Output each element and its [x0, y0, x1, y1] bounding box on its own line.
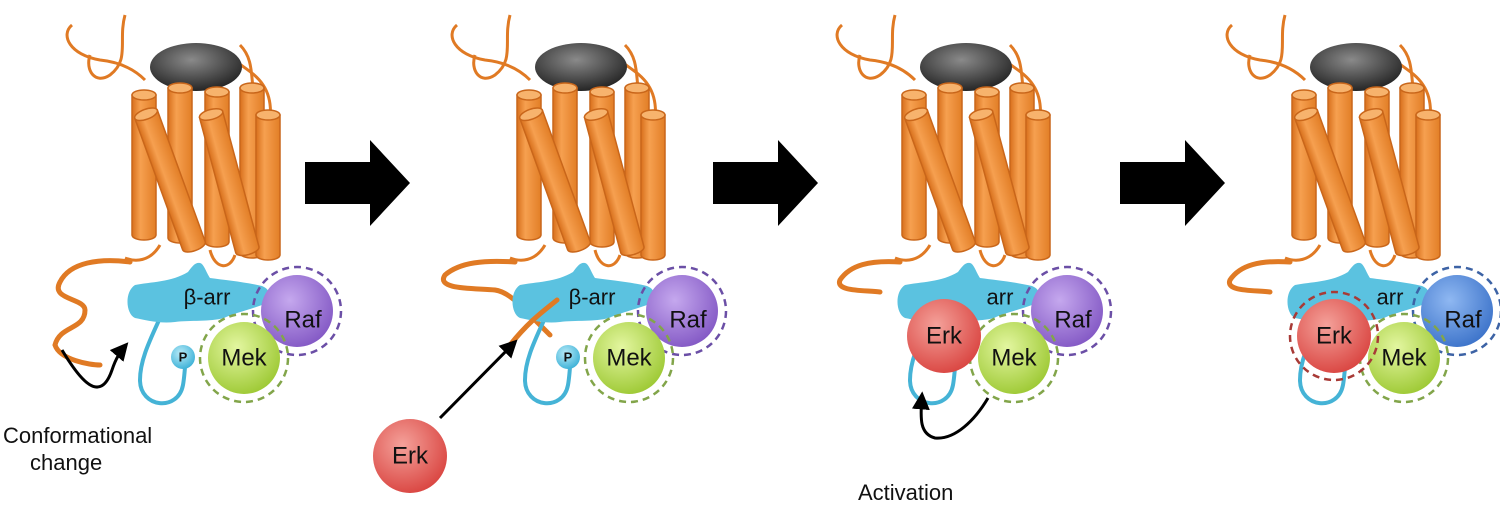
step-arrow-1 [305, 140, 410, 226]
barr-label: β-arr [184, 285, 231, 310]
conformation-arrow [60, 342, 129, 389]
mek-halo [198, 312, 290, 404]
barr-label: β-arr [569, 285, 616, 310]
receptor-c-tail [1227, 259, 1293, 295]
receptor-c-tail [440, 258, 553, 338]
step-arrow-3 [1120, 140, 1225, 226]
gpcr-receptor [835, 13, 1052, 268]
mek-label: Mek [1381, 345, 1427, 372]
gpcr-receptor [65, 13, 282, 268]
raf-halo [1021, 265, 1113, 357]
mek-node [1368, 322, 1440, 394]
step-arrow-2 [713, 140, 818, 226]
raf-node [1031, 275, 1103, 347]
erk-node [907, 299, 981, 373]
mek-label: Mek [221, 345, 267, 372]
mek-node [208, 322, 280, 394]
erk-halo [1288, 290, 1380, 382]
erk-label: Erk [392, 443, 429, 470]
raf-label: Raf [669, 307, 707, 334]
raf-halo [1411, 265, 1500, 357]
erk-node [1297, 299, 1371, 373]
erk-node [373, 419, 447, 493]
erk-label: Erk [1316, 323, 1353, 350]
phospho-label: P [179, 350, 188, 365]
panel-3: arr Raf Mek Erk Activation [835, 13, 1113, 505]
receptor-c-tail-inner [507, 297, 560, 348]
mek-halo [583, 312, 675, 404]
panel-4: arr Raf Mek Erk [1225, 13, 1500, 406]
raf-halo [636, 265, 728, 357]
activation-arrow [911, 391, 990, 440]
receptor-c-tail [837, 259, 903, 295]
phospho-node [171, 345, 195, 369]
raf-label: Raf [284, 307, 322, 334]
barr-label: arr [1377, 285, 1404, 310]
raf-label: Raf [1444, 307, 1482, 334]
annotation-line-2: change [30, 450, 102, 475]
gpcr-receptor [450, 13, 667, 268]
annotation-line-1: Activation [858, 480, 953, 505]
panel-1: β-arr Raf Mek P Conformational change [3, 13, 343, 475]
phospho-label: P [564, 350, 573, 365]
raf-halo [251, 265, 343, 357]
raf-node [646, 275, 718, 347]
raf-node [261, 275, 333, 347]
mek-label: Mek [606, 345, 652, 372]
receptor-c-tail [52, 258, 133, 368]
erk-label: Erk [926, 323, 963, 350]
mek-node [593, 322, 665, 394]
raf-label: Raf [1054, 307, 1092, 334]
barr-label: arr [987, 285, 1014, 310]
phospho-node [556, 345, 580, 369]
mek-node [978, 322, 1050, 394]
recruit-arrow [438, 339, 518, 420]
raf-node [1421, 275, 1493, 347]
gpcr-receptor [1225, 13, 1442, 268]
annotation-line-1: Conformational [3, 423, 152, 448]
panel-2: β-arr Raf Mek P Erk [373, 13, 728, 493]
mek-label: Mek [991, 345, 1037, 372]
